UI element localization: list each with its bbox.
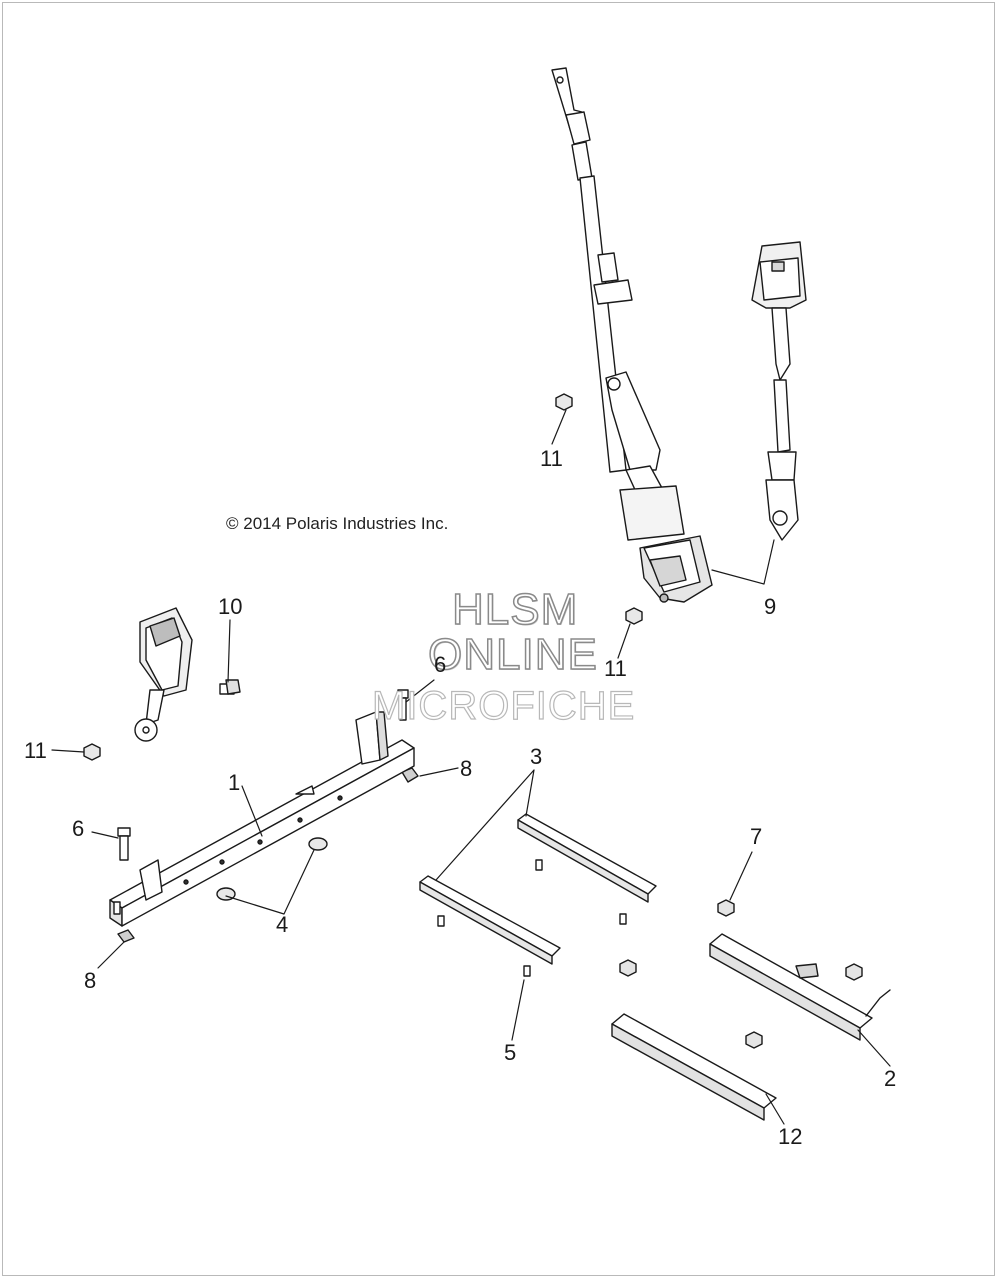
callout-6-left: 6 bbox=[72, 816, 85, 841]
leader-11-left bbox=[51, 749, 85, 753]
nut-11-top bbox=[555, 393, 573, 411]
screw-5-a bbox=[535, 859, 543, 871]
seat-belt-buckle-left bbox=[134, 607, 193, 742]
seat-slide-rail-upper-2 bbox=[419, 875, 561, 965]
bolt-10 bbox=[219, 679, 241, 695]
seat-belt-retractor-assembly bbox=[551, 67, 807, 603]
leader-5 bbox=[511, 979, 525, 1041]
screw-5-c bbox=[619, 913, 627, 925]
clip-8-bottom bbox=[117, 929, 135, 943]
bolt-7-c bbox=[845, 963, 863, 981]
callout-4: 4 bbox=[276, 912, 289, 937]
callout-2: 2 bbox=[884, 1066, 897, 1091]
leader-11-top bbox=[551, 409, 567, 445]
leader-7 bbox=[729, 851, 753, 901]
bolt-7-d bbox=[745, 1031, 763, 1049]
screw-5-b bbox=[437, 915, 445, 927]
leader-3 bbox=[435, 769, 535, 881]
nut-11-left bbox=[83, 743, 101, 761]
bolt-7-b bbox=[619, 959, 637, 977]
grommet-4-a bbox=[308, 837, 328, 851]
leader-8-top bbox=[419, 767, 459, 777]
leader-9 bbox=[711, 539, 775, 585]
callout-10: 10 bbox=[218, 594, 243, 619]
leader-6-top bbox=[405, 679, 435, 703]
callout-9: 9 bbox=[764, 594, 777, 619]
leader-12 bbox=[765, 1093, 785, 1125]
callout-6-top: 6 bbox=[434, 652, 447, 677]
seat-base-tube bbox=[109, 711, 415, 927]
seat-track-plain bbox=[611, 1013, 777, 1121]
callout-12: 12 bbox=[778, 1124, 803, 1149]
seat-slide-rail-upper-1 bbox=[517, 813, 657, 903]
callout-11-mid: 11 bbox=[604, 656, 627, 681]
watermark-line-3: MICROFICHE bbox=[371, 683, 636, 728]
callout-11-left: 11 bbox=[24, 738, 47, 763]
watermark-line-1: HLSM bbox=[451, 584, 579, 635]
bolt-7-a bbox=[717, 899, 735, 917]
bolt-6-left bbox=[117, 827, 131, 861]
leader-1 bbox=[241, 785, 263, 837]
seat-track-with-lever bbox=[709, 933, 891, 1041]
leader-11-mid bbox=[617, 623, 631, 659]
bolt-6-top bbox=[397, 689, 409, 721]
callout-7: 7 bbox=[750, 824, 763, 849]
leader-2 bbox=[857, 1029, 891, 1067]
nut-11-mid bbox=[625, 607, 643, 625]
watermark-line-2: ONLINE bbox=[427, 629, 598, 680]
callout-3: 3 bbox=[530, 744, 543, 769]
leader-10 bbox=[227, 619, 231, 683]
leader-8-bottom bbox=[97, 941, 125, 969]
screw-5-d bbox=[523, 965, 531, 977]
callout-8-top: 8 bbox=[460, 756, 473, 781]
leader-6-left bbox=[91, 831, 119, 839]
copyright-notice: © 2014 Polaris Industries Inc. bbox=[226, 514, 449, 533]
leader-4 bbox=[225, 849, 315, 915]
callout-1: 1 bbox=[228, 770, 241, 795]
callout-8-bottom: 8 bbox=[84, 968, 97, 993]
callout-11-top: 11 bbox=[540, 446, 563, 471]
callout-5: 5 bbox=[504, 1040, 517, 1065]
